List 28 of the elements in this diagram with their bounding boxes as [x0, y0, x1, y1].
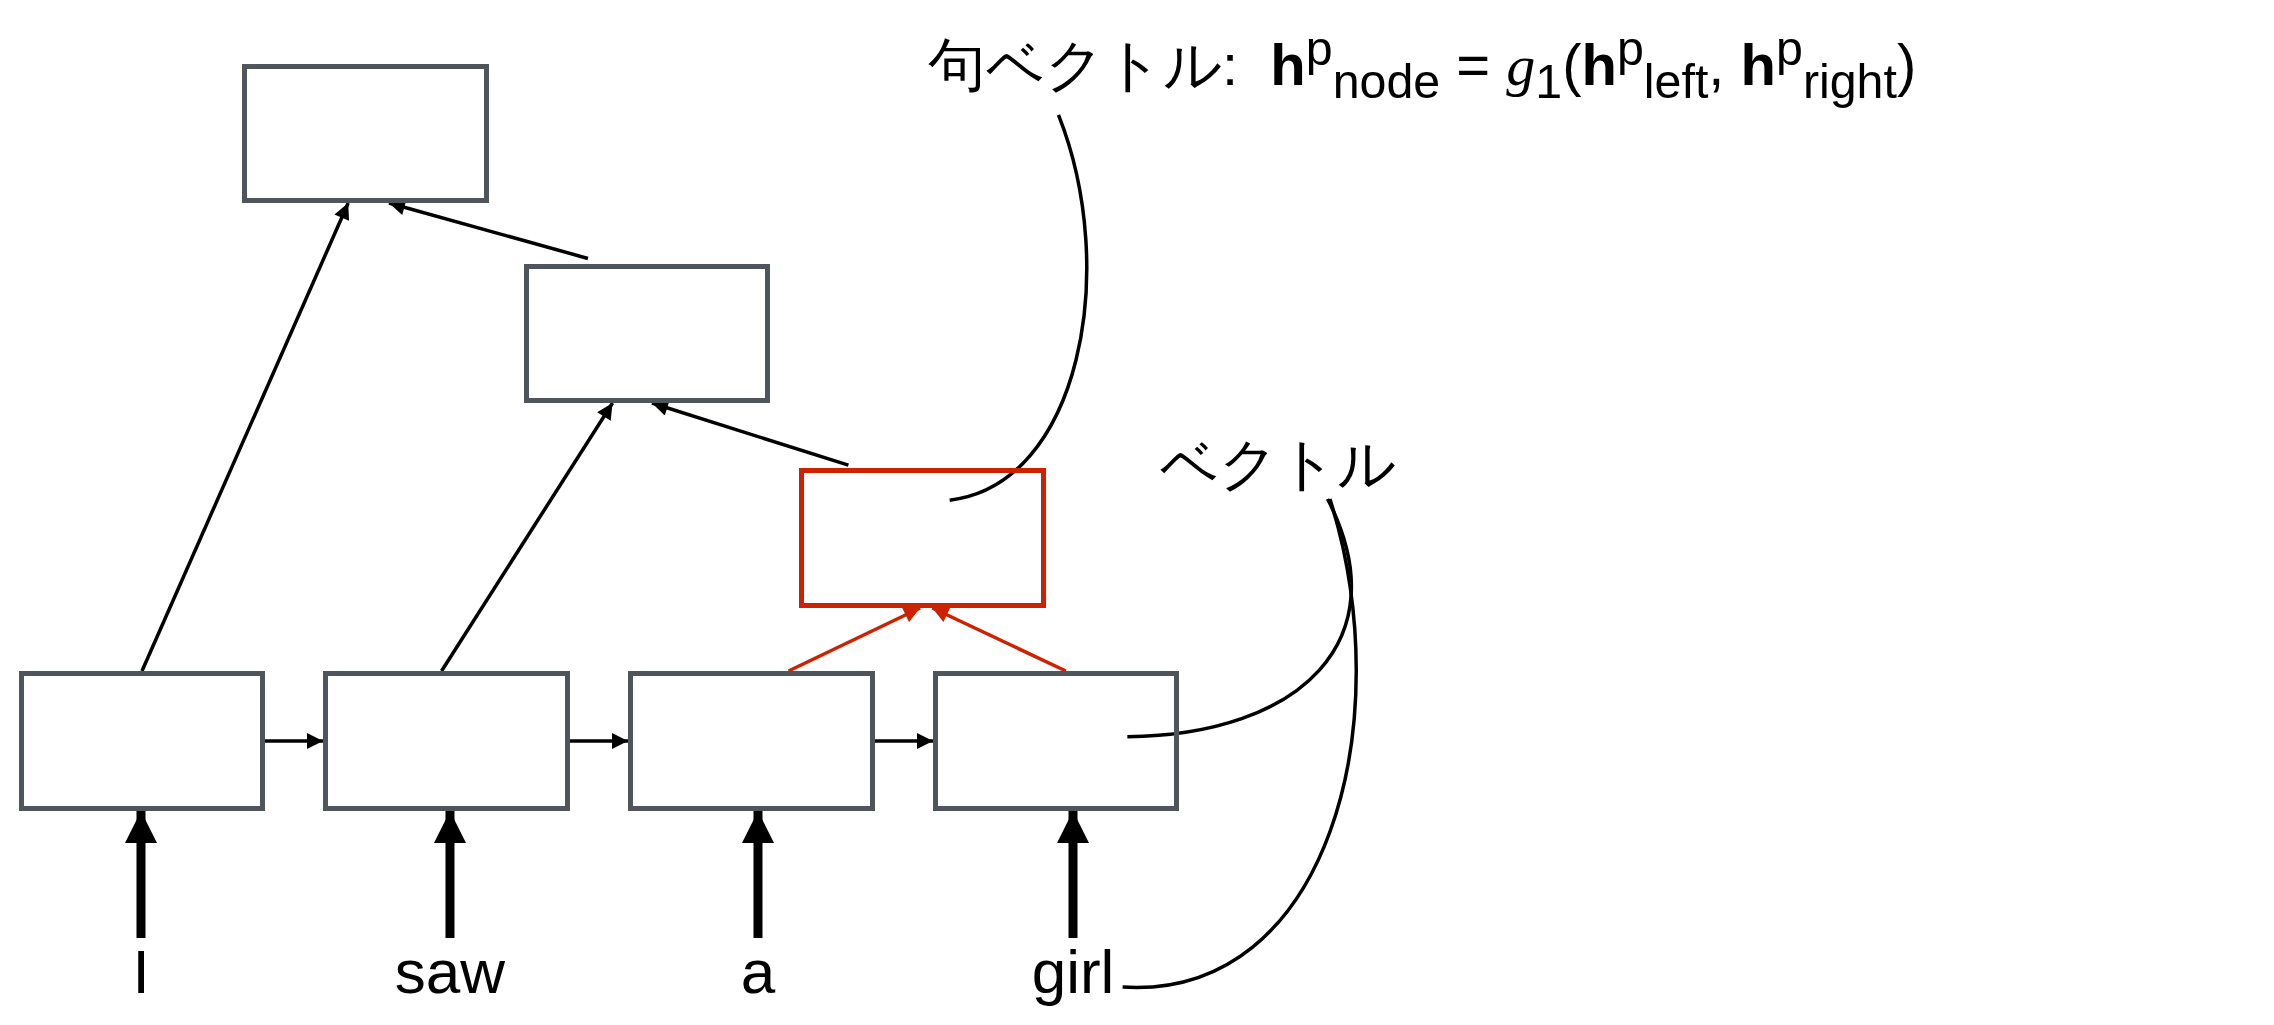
leader-line — [1122, 498, 1358, 989]
arrow — [787, 606, 921, 673]
word-label: a — [740, 938, 776, 1007]
arrow — [125, 811, 157, 938]
leader-line — [949, 114, 1089, 502]
vector-box — [628, 671, 875, 811]
vector-box — [323, 671, 570, 811]
word-label: I — [132, 938, 150, 1007]
arrow — [651, 400, 849, 467]
vector-box — [933, 671, 1179, 811]
vector-label: ベクトル — [1160, 432, 1396, 496]
arrow — [434, 811, 466, 938]
vector-box — [524, 264, 770, 403]
arrow — [570, 733, 628, 749]
arrow — [931, 606, 1067, 673]
arrow — [265, 733, 323, 749]
word-label: saw — [394, 938, 506, 1007]
arrow — [742, 811, 774, 938]
vector-box — [19, 671, 265, 811]
arrow — [875, 733, 933, 749]
vector-box — [242, 64, 489, 203]
word-label: girl — [1031, 938, 1115, 1007]
arrow — [440, 402, 615, 672]
vector-box — [799, 468, 1046, 608]
arrow — [140, 202, 350, 672]
arrow — [1057, 811, 1089, 938]
formula-label: 句ベクトル: h$^{p}$$_{node}$ = g$_{1}$(h$^{p}$$_{left}$, h$^{p}$$_{right}$) — [928, 22, 1917, 109]
leader-line — [1127, 498, 1353, 739]
